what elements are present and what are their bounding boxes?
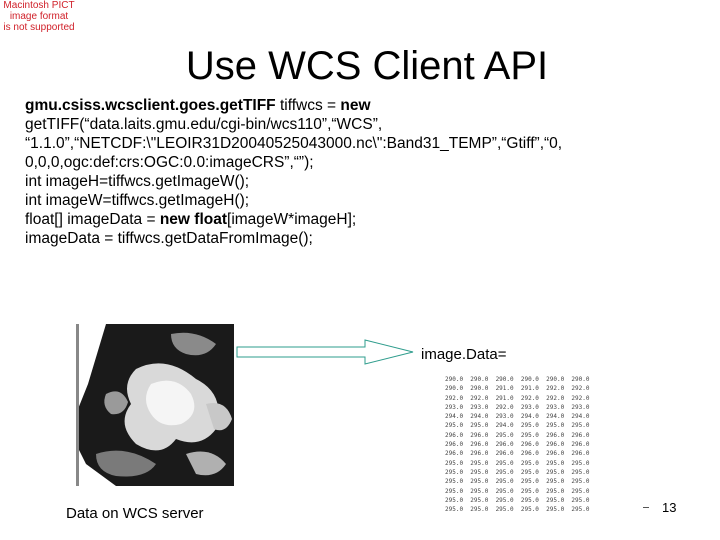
code-block: gmu.csiss.wcsclient.goes.getTIFF tiffwcs… [25, 96, 705, 248]
data-row: 296.0 296.0 295.0 295.0 296.0 296.0 [445, 431, 590, 439]
data-row: 295.0 295.0 295.0 295.0 295.0 295.0 [445, 459, 590, 467]
arrow-icon [236, 339, 414, 365]
code-text: tiffwcs = [275, 97, 341, 114]
code-text: float[] imageData = [25, 211, 160, 228]
divider [643, 507, 649, 508]
data-row: 296.0 296.0 296.0 296.0 296.0 296.0 [445, 441, 590, 449]
unsupported-image-notice: Macintosh PICT image format is not suppo… [0, 0, 78, 33]
data-row: 295.0 295.0 294.0 295.0 295.0 295.0 [445, 422, 590, 430]
data-row: 295.0 295.0 295.0 295.0 295.0 295.0 [445, 496, 590, 504]
data-row: 290.0 290.0 291.0 291.0 292.0 292.0 [445, 385, 590, 393]
data-row: 295.0 295.0 295.0 295.0 295.0 295.0 [445, 478, 590, 486]
slide-title: Use WCS Client API [185, 44, 549, 88]
data-row: 295.0 295.0 295.0 295.0 295.0 295.0 [445, 468, 590, 476]
code-keyword: new [340, 97, 371, 114]
code-keyword: new float [159, 211, 228, 228]
data-row: 295.0 295.0 295.0 295.0 295.0 295.0 [445, 487, 590, 495]
notice-line: is not supported [3, 22, 75, 33]
data-row: 296.0 296.0 296.0 296.0 296.0 296.0 [445, 450, 590, 458]
data-row: 293.0 293.0 292.0 293.0 293.0 293.0 [445, 403, 590, 411]
code-line: “1.1.0”,“NETCDF:\"LEOIR31D20040525043000… [25, 135, 563, 152]
code-line: int imageH=tiffwcs.getImageW(); [25, 173, 250, 190]
code-text: [imageW*imageH]; [227, 211, 357, 228]
code-line: imageData = tiffwcs.getDataFromImage(); [25, 230, 313, 247]
code-class-name: gmu.csiss.wcsclient.goes.getTIFF [25, 97, 276, 114]
satellite-image [76, 324, 234, 486]
code-line: getTIFF(“data.laits.gmu.edu/cgi-bin/wcs1… [25, 116, 383, 133]
arrow-label: image.Data= [421, 346, 507, 363]
data-row: 295.0 295.0 295.0 295.0 295.0 295.0 [445, 506, 590, 514]
image-data-values: 290.0 290.0 290.0 290.0 290.0 290.0 290.… [445, 375, 685, 515]
notice-line: image format [9, 11, 69, 22]
code-line: 0,0,0,ogc:def:crs:OGC:0.0:imageCRS”,“”); [25, 154, 314, 171]
code-line: float[] imageData = new float[imageW*ima… [25, 210, 705, 229]
data-row: 292.0 292.0 291.0 292.0 292.0 292.0 [445, 394, 590, 402]
data-row: 290.0 290.0 290.0 290.0 290.0 290.0 [445, 376, 590, 383]
data-row: 294.0 294.0 293.0 294.0 294.0 294.0 [445, 413, 590, 421]
code-line: int imageW=tiffwcs.getImageH(); [25, 192, 250, 209]
code-line: gmu.csiss.wcsclient.goes.getTIFF tiffwcs… [25, 96, 705, 115]
notice-line: Macintosh PICT [3, 0, 75, 11]
image-caption: Data on WCS server [66, 505, 204, 522]
page-number: 13 [662, 500, 677, 515]
